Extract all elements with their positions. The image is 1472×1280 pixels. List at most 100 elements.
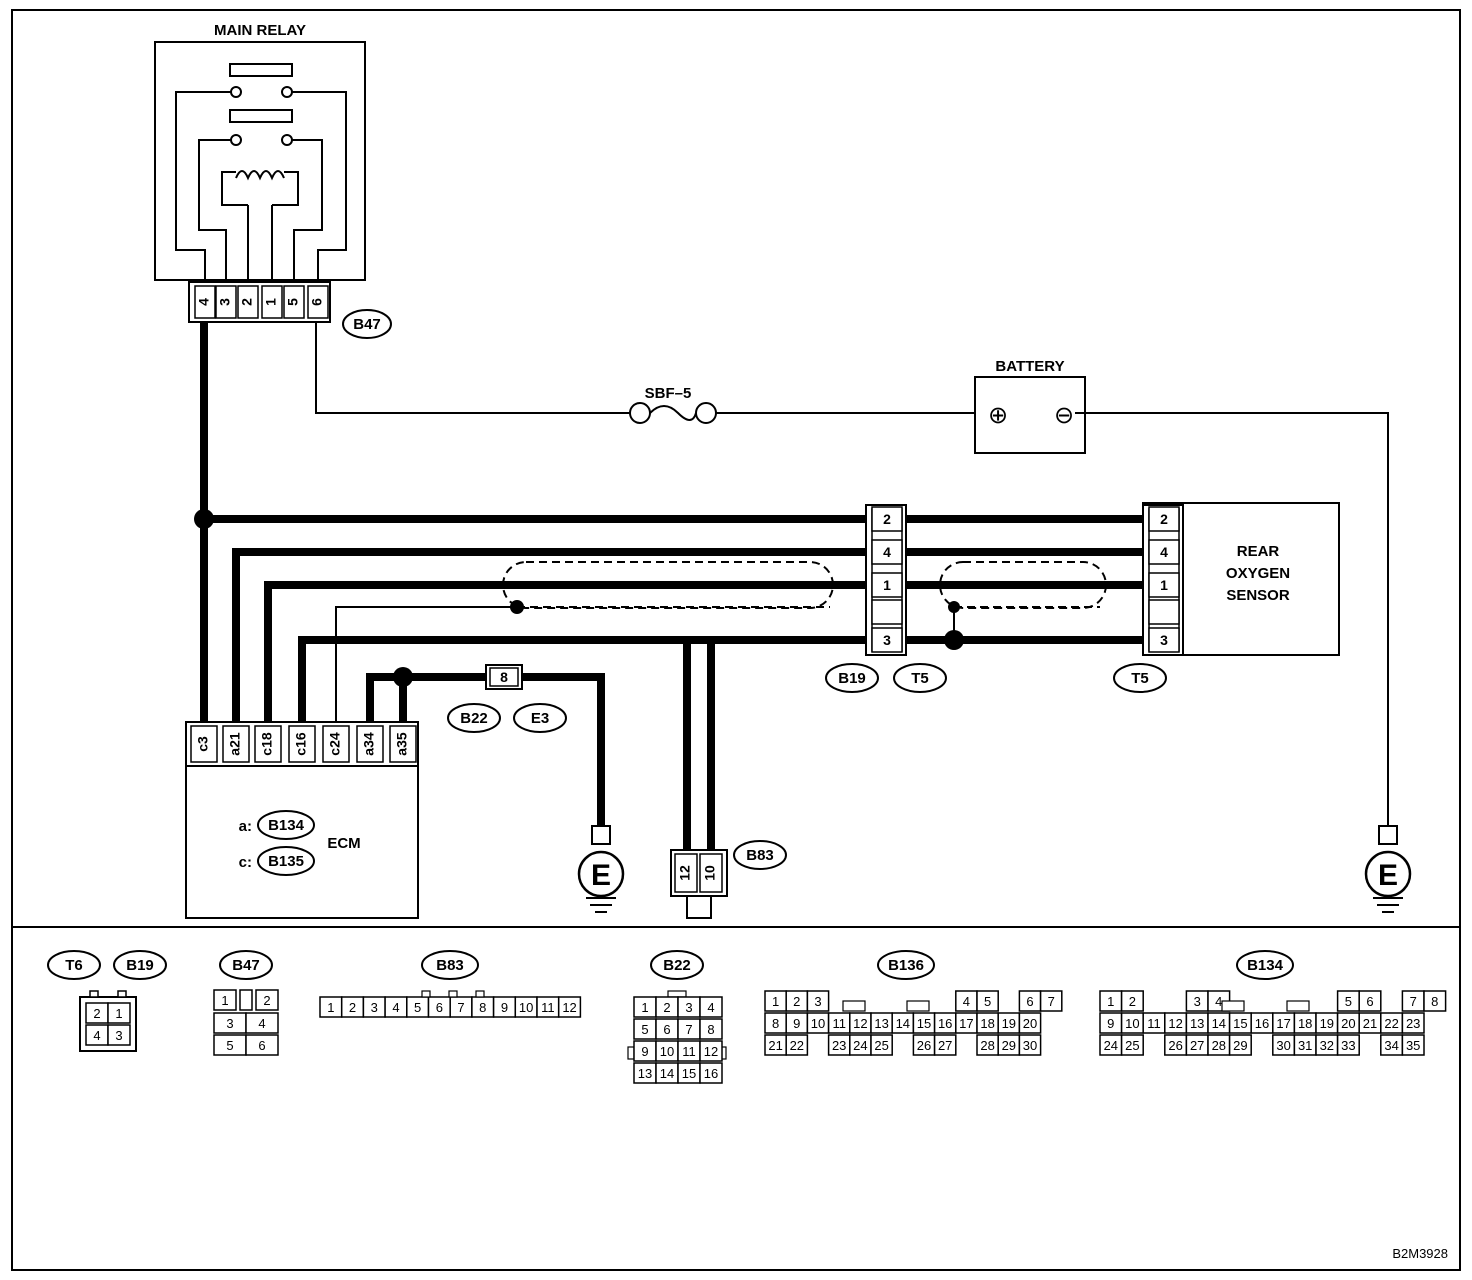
b136-key	[906, 1000, 930, 1012]
b47-cell-label: 3	[226, 1016, 233, 1031]
svg-text:T5: T5	[911, 670, 929, 687]
b134-cell-label: 26	[1168, 1038, 1182, 1053]
ecm-pin-a34	[356, 725, 384, 763]
b47-cell	[245, 1034, 279, 1056]
b136-cell-label: 30	[1023, 1038, 1037, 1053]
b136-cell-label: 26	[917, 1038, 931, 1053]
b22-cell-label: 6	[663, 1022, 670, 1037]
b83-connector: 12 10	[670, 849, 728, 919]
b136-cell	[1039, 990, 1063, 1012]
b134-cell-label: 1	[1107, 994, 1114, 1009]
svg-text:B47: B47	[232, 957, 260, 974]
b136-cell-label: 5	[984, 994, 991, 1009]
b47-tag	[342, 309, 392, 339]
b136-cell-label: 17	[959, 1016, 973, 1031]
b134-cell-label: 19	[1320, 1016, 1334, 1031]
svg-text:c:: c:	[239, 854, 252, 871]
b134-cell-label: 20	[1341, 1016, 1355, 1031]
b22-tag	[447, 703, 501, 733]
sensor-pin	[1148, 506, 1180, 532]
svg-text:B135: B135	[268, 853, 304, 870]
b83-key	[475, 990, 485, 998]
ecm-pin-label: c16	[293, 732, 309, 756]
b135-tag	[257, 846, 315, 876]
b47-cell-label: 4	[258, 1016, 265, 1031]
inline-pin-label: 3	[883, 632, 891, 648]
svg-text:B19: B19	[126, 957, 154, 974]
b136-cell-label: 20	[1023, 1016, 1037, 1031]
b134-tag	[257, 810, 315, 840]
b22-cell-label: 2	[663, 1000, 670, 1015]
main-relay-label: MAIN RELAY	[214, 22, 306, 39]
b134-cell-label: 3	[1194, 994, 1201, 1009]
e3-tag	[513, 703, 567, 733]
b22-cell-label: 3	[685, 1000, 692, 1015]
ground-icon: E	[1378, 859, 1398, 892]
b136-cell-label: 11	[832, 1016, 846, 1031]
b22-cell-label: 15	[682, 1066, 696, 1081]
b83-cell-label: 2	[349, 1000, 356, 1015]
inline-pin	[871, 539, 903, 565]
b136-cell-label: 22	[790, 1038, 804, 1053]
b136-cell-label: 14	[896, 1016, 910, 1031]
b83-cell-label: 8	[479, 1000, 486, 1015]
svg-text:REAR: REAR	[1237, 543, 1280, 560]
b83-cell-label: 7	[457, 1000, 464, 1015]
relay-pin-label: 4	[196, 298, 212, 306]
shield-wires	[335, 561, 1107, 728]
wire-battery-ground	[1075, 412, 1389, 826]
svg-text:SENSOR: SENSOR	[1226, 587, 1290, 604]
relay-pin-5	[283, 285, 305, 319]
battery: BATTERY ⊕ ⊖	[974, 358, 1086, 454]
b134-cell-label: 24	[1104, 1038, 1118, 1053]
wire-relay6-fuse	[315, 322, 630, 414]
b47-cell	[255, 989, 279, 1011]
svg-text:B134: B134	[1247, 957, 1284, 974]
b136-cell-label: 16	[938, 1016, 952, 1031]
b83-key	[448, 990, 458, 998]
b22-cell-label: 11	[682, 1044, 696, 1059]
b22-cell	[699, 1040, 723, 1062]
svg-text:10: 10	[702, 865, 718, 881]
b134-cell	[1423, 990, 1447, 1012]
b134-cell-label: 23	[1406, 1016, 1420, 1031]
ecm-pin-a21	[222, 725, 250, 763]
ground-icon: E	[591, 859, 611, 892]
b134-cell-label: 12	[1168, 1016, 1182, 1031]
relay-pin-4	[194, 285, 216, 319]
sensor-pin	[1148, 627, 1180, 653]
b136-cell	[1018, 1012, 1042, 1034]
relay-pin-label: 1	[263, 298, 279, 306]
b83-cell-label: 4	[392, 1000, 399, 1015]
b136-cell-label: 1	[772, 994, 779, 1009]
relay-pin-1	[261, 285, 283, 319]
ecm-pin-label: a21	[227, 732, 243, 756]
svg-text:B19: B19	[838, 670, 866, 687]
b22-cell-label: 9	[641, 1044, 648, 1059]
b136-cell	[870, 1034, 893, 1056]
b134-cell-label: 25	[1125, 1038, 1139, 1053]
b22-cell-label: 16	[704, 1066, 718, 1081]
sensor-pin-label: 1	[1160, 577, 1168, 593]
b136-cell-label: 12	[853, 1016, 867, 1031]
junction-dots	[194, 509, 964, 687]
svg-text:B83: B83	[746, 847, 774, 864]
t6-cell-label: 3	[115, 1028, 122, 1043]
b47-cell-label: 2	[263, 993, 270, 1008]
b134-cell-label: 10	[1125, 1016, 1139, 1031]
ecm-pin-c16	[288, 725, 316, 763]
b22-key	[627, 1046, 635, 1060]
svg-text:B22: B22	[663, 957, 691, 974]
b22-cell-label: 14	[660, 1066, 674, 1081]
b136-cell-label: 29	[1002, 1038, 1016, 1053]
sensor-pin	[1148, 572, 1180, 598]
b134-cell-label: 13	[1190, 1016, 1204, 1031]
b134-cell-label: 2	[1129, 994, 1136, 1009]
ecm-pin-c24	[322, 725, 350, 763]
ecm-pin-label: a35	[394, 732, 410, 756]
svg-text:B83: B83	[436, 957, 464, 974]
inline-pin	[871, 627, 903, 653]
t6-cell	[107, 1024, 131, 1046]
b83-cell-label: 11	[541, 1000, 555, 1015]
